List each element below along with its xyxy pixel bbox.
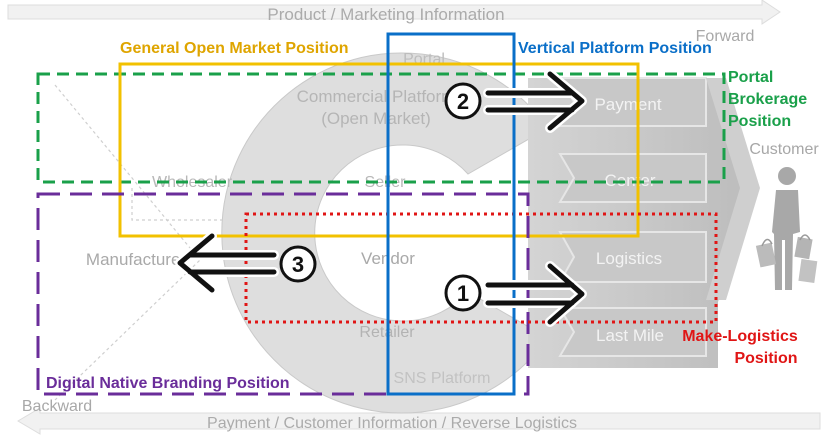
chevron-center: Center	[604, 171, 655, 190]
label-digital-native: Digital Native Branding Position	[46, 375, 290, 392]
label-make-logistics-1: Make-Logistics	[682, 328, 798, 345]
general-open-market-box	[118, 62, 640, 238]
forward-label: Forward	[696, 28, 755, 45]
label-portal-brokerage-1: Portal	[728, 69, 773, 86]
digital-native-box	[36, 192, 530, 396]
backward-label: Backward	[22, 398, 92, 415]
marker-2: 2	[444, 82, 482, 120]
label-general-open-market: General Open Market Position	[120, 40, 349, 57]
bottom-flow-caption: Payment / Customer Information / Reverse…	[207, 415, 577, 432]
node-commercial-platform: Commercial Platform	[297, 87, 456, 106]
node-open-market: (Open Market)	[321, 109, 431, 128]
marker-3: 3	[279, 245, 317, 283]
node-manufacturer: Manufacturer	[86, 250, 186, 269]
marker-2-number: 2	[457, 89, 469, 114]
portal-brokerage-box	[36, 72, 726, 184]
bottom-flow-arrow	[17, 407, 821, 435]
left-triangle	[54, 84, 262, 401]
marker-3-number: 3	[292, 252, 304, 277]
top-flow-caption: Product / Marketing Information	[267, 5, 504, 24]
node-sns-platform: SNS Platform	[394, 370, 491, 387]
chevron-payment: Payment	[594, 95, 661, 114]
label-vertical-platform: Vertical Platform Position	[518, 40, 712, 57]
chevron-last-mile: Last Mile	[596, 326, 664, 345]
label-portal-brokerage-2: Brokerage	[728, 91, 807, 108]
arrow-3	[175, 231, 279, 295]
marker-1: 1	[444, 274, 482, 312]
arrow-1	[483, 261, 587, 327]
marker-1-number: 1	[457, 281, 469, 306]
node-wholesaler: Wholesaler	[152, 174, 233, 191]
chevron-logistics: Logistics	[596, 249, 662, 268]
customer-label: Customer	[749, 141, 819, 158]
customer-icon	[755, 167, 818, 290]
label-portal-brokerage-3: Position	[728, 113, 791, 130]
arrow-2	[483, 69, 587, 133]
vertical-platform-box	[386, 32, 516, 396]
label-make-logistics-2: Position	[734, 350, 797, 367]
top-flow-arrow	[7, 0, 781, 25]
